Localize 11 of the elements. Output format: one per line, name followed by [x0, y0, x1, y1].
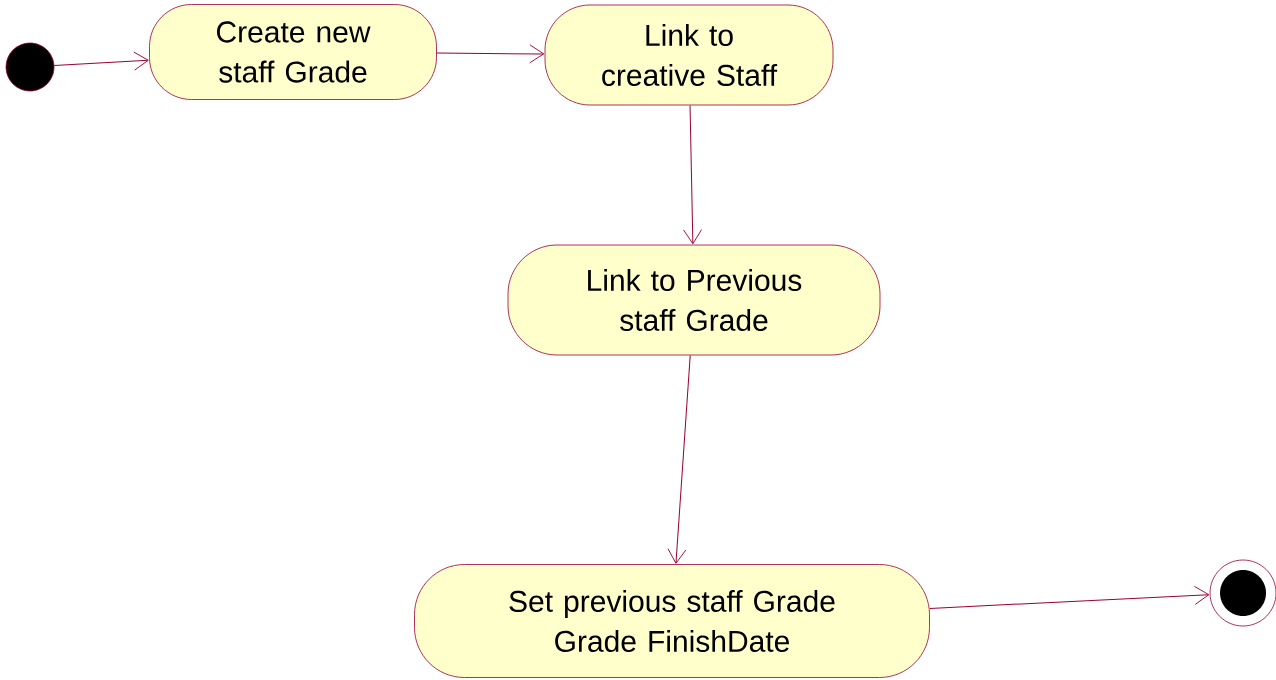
initial-state — [5, 42, 55, 92]
arrow — [667, 354, 691, 564]
arrow — [53, 51, 149, 71]
final-state — [1209, 559, 1276, 627]
arrow — [683, 104, 703, 245]
arrow — [929, 585, 1210, 609]
activity-box: Link to creative Staff — [544, 4, 834, 106]
activity-box: Link to Previous staff Grade — [507, 244, 881, 356]
activity-box: Create new staff Grade — [149, 4, 437, 100]
arrow — [436, 44, 545, 64]
activity-box: Set previous staff Grade Grade FinishDate — [414, 564, 930, 678]
